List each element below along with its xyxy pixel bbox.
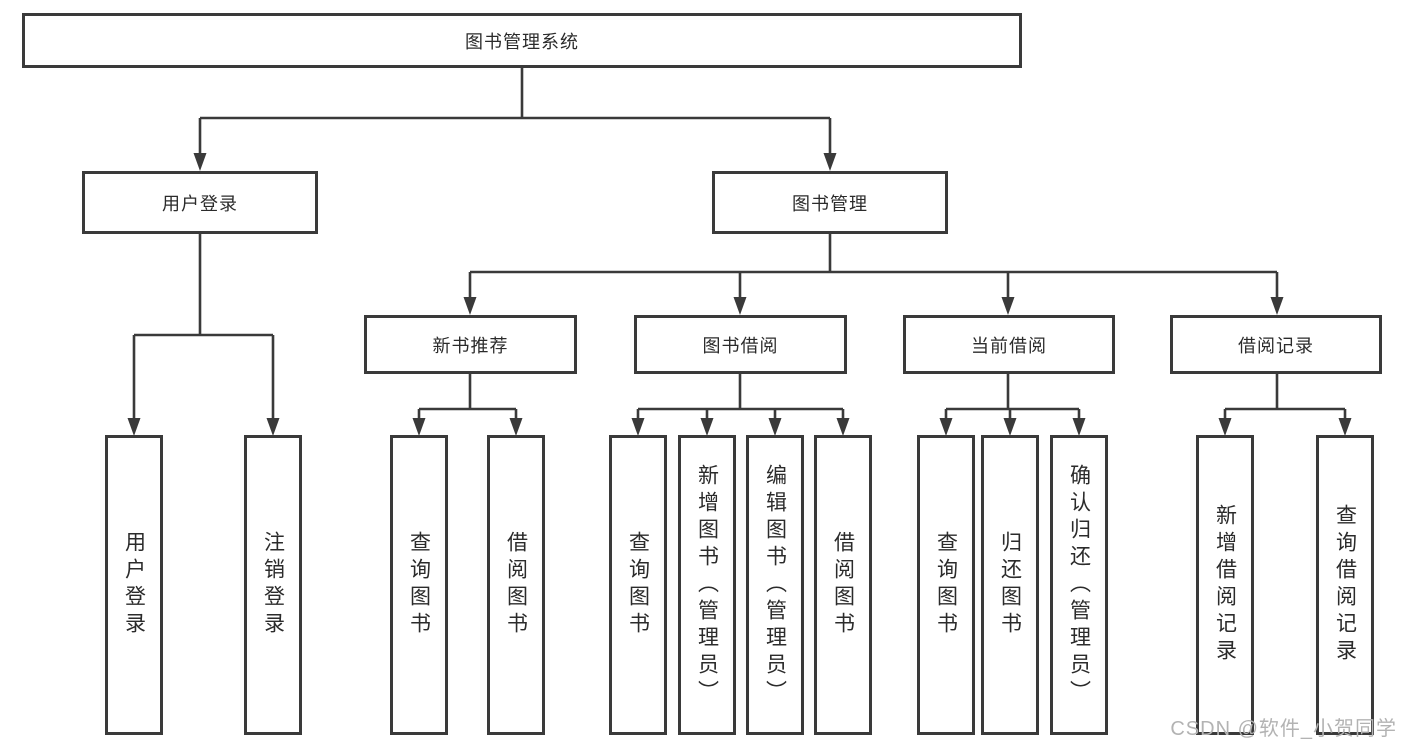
leaf-query-borrow-record: 查询借阅记录: [1316, 435, 1374, 735]
leaf-return-books: 归还图书: [981, 435, 1039, 735]
leaf-user-login: 用户登录: [105, 435, 163, 735]
leaf-confirm-return-admin: 确认归还（管理员）: [1050, 435, 1108, 735]
node-book-borrowing: 图书借阅: [634, 315, 847, 374]
node-new-book-recommend: 新书推荐: [364, 315, 577, 374]
node-current-borrowing: 当前借阅: [903, 315, 1115, 374]
leaf-borrow-books-recommend: 借阅图书: [487, 435, 545, 735]
leaf-add-borrow-record: 新增借阅记录: [1196, 435, 1254, 735]
leaf-logout: 注销登录: [244, 435, 302, 735]
node-borrowing-records: 借阅记录: [1170, 315, 1382, 374]
node-library-management-system: 图书管理系统: [22, 13, 1022, 68]
leaf-query-books-recommend: 查询图书: [390, 435, 448, 735]
node-user-login: 用户登录: [82, 171, 318, 234]
leaf-borrow-books: 借阅图书: [814, 435, 872, 735]
watermark: CSDN @软件_小贺同学: [1170, 718, 1397, 740]
leaf-query-books-current: 查询图书: [917, 435, 975, 735]
node-book-management: 图书管理: [712, 171, 948, 234]
leaf-query-books-borrow: 查询图书: [609, 435, 667, 735]
leaf-add-book-admin: 新增图书（管理员）: [678, 435, 736, 735]
leaf-edit-book-admin: 编辑图书（管理员）: [746, 435, 804, 735]
